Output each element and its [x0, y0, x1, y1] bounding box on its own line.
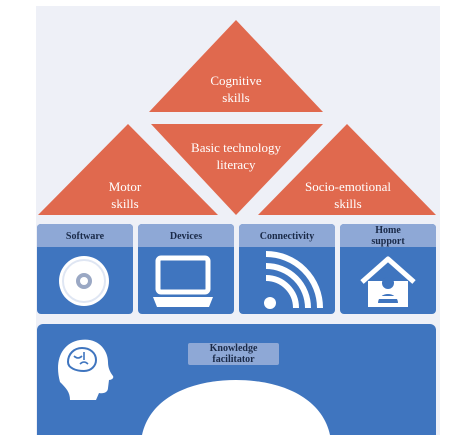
brain-head-icon: [58, 339, 114, 400]
wifi-signal-icon: [264, 251, 323, 309]
triangle-motor-skills: [38, 124, 218, 215]
knowledge-facilitator-label: Knowledge facilitator: [209, 343, 258, 365]
cd-disc-icon: [59, 256, 109, 306]
pillar-label-connectivity: Connectivity: [259, 231, 315, 242]
cognitive-skills-label: Cognitive skills: [210, 73, 262, 105]
basic-technology-literacy-label: Basic technology literacy: [191, 140, 281, 172]
knowledge-facilitator-header: [188, 343, 279, 365]
pillar-home-support: [340, 224, 436, 314]
motor-skills-label: Motor skills: [108, 179, 142, 211]
base-arch-opening: [142, 380, 330, 435]
knowledge-facilitator-base: [37, 324, 436, 435]
home-person-icon: [360, 256, 416, 307]
triangle-socio-emotional-skills: [258, 124, 436, 215]
triangle-basic-technology-literacy: [151, 124, 323, 215]
triangle-cognitive-skills: [149, 20, 323, 112]
socio-emotional-skills-label: Socio-emotional skills: [305, 179, 391, 211]
pillar-label-home-support: Home support: [371, 225, 405, 247]
pillar-label-devices: Devices: [169, 231, 203, 242]
pillar-label-software: Software: [65, 231, 105, 242]
laptop-icon: [153, 255, 213, 307]
